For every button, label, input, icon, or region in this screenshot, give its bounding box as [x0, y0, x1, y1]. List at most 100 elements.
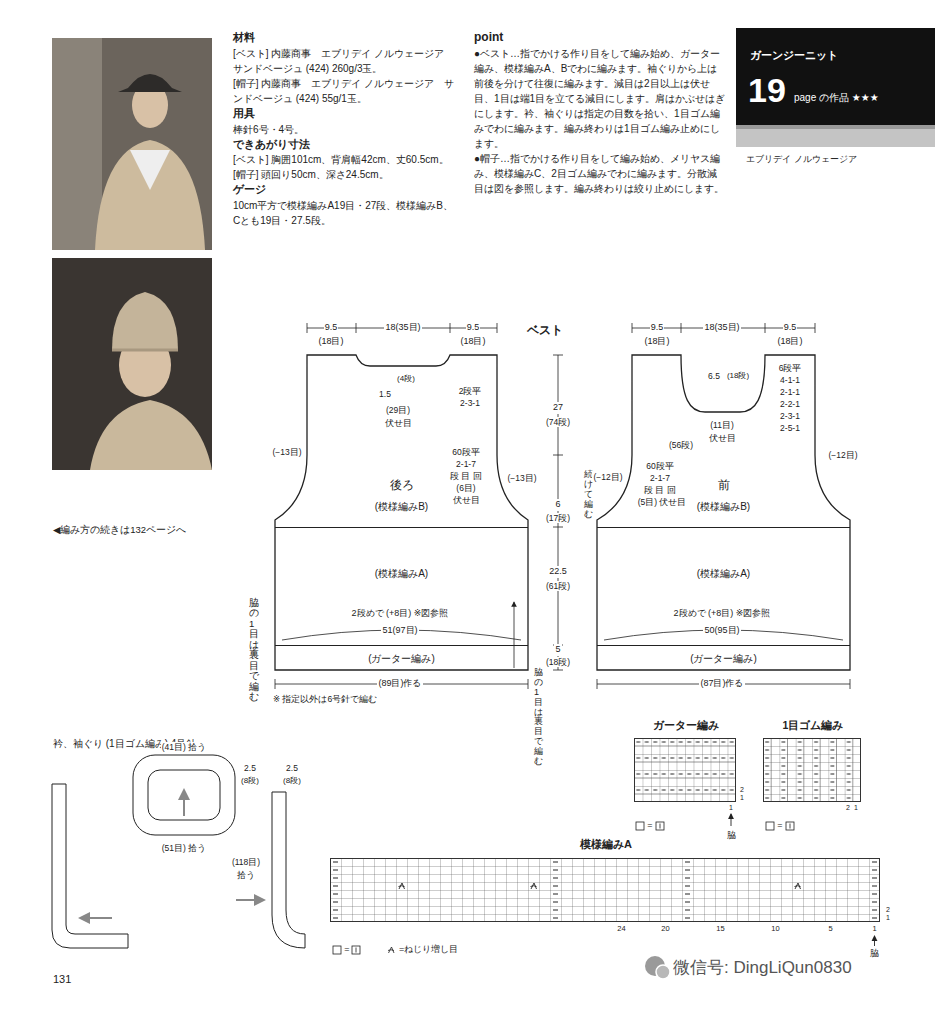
dimension-label: (74段): [545, 417, 571, 428]
piece-outline-path: [597, 355, 850, 670]
header-strip: [736, 125, 935, 147]
dimension-label: (11目): [709, 420, 735, 431]
dimension-label: 9.5: [466, 322, 481, 333]
dimension-label: 24: [616, 924, 626, 933]
spec-text: 材料: [233, 30, 255, 46]
node-text: 1目ゴム編み: [783, 719, 844, 732]
dimension-label: 伏せ目: [384, 418, 413, 429]
dimension-label: 2-1-7: [649, 473, 671, 484]
node-text: (模様編みA): [375, 568, 428, 580]
spec-text: 用具: [233, 106, 255, 122]
dimension-label: 1: [739, 794, 745, 803]
node-text: ガーター編み: [653, 719, 719, 732]
spec-text: 10cm平方で模様編みA19目・27段、模様編みB、Cとも19目・27.5段。: [233, 198, 459, 228]
dimension-label: (−12目): [592, 472, 623, 483]
dimension-label: (5目) 伏せ目: [637, 497, 688, 508]
dimension-label: 2-5-1: [779, 423, 801, 434]
pattern-band: (ガーター編み): [275, 645, 528, 670]
dimension-label: (18目): [459, 336, 486, 347]
dimension-label: 2段平: [458, 386, 483, 397]
note-label: エブリデイ ノルウェージア: [745, 154, 858, 165]
dimension-label: 18(35目): [384, 322, 421, 333]
dimension-label: 2段めで (+8目) ※図参照: [673, 608, 772, 619]
dimension-label: (6目): [455, 483, 476, 494]
node-text: 模様編みA: [580, 838, 632, 851]
dimension-label: (18目): [776, 336, 803, 347]
dimension-label: 2段めで (+8目) ※図参照: [351, 608, 450, 619]
dimension-label: (18段): [545, 657, 571, 668]
stitch-chart: 1目ゴム編み: [763, 738, 861, 802]
dimension-lines: [275, 323, 850, 689]
spec-text: [帽子] 頭回り50cm、深さ24.5cm。: [233, 167, 459, 182]
front-piece: (模様編みA)(ガーター編み)前(模様編みB): [597, 355, 850, 670]
dimension-label: 60段平: [645, 461, 674, 472]
stitch-chart: ガーター編み: [634, 738, 736, 802]
dimension-label: 脇: [726, 830, 737, 841]
dimension-label: 9.5: [783, 322, 798, 333]
spec-text: ●帽子…指でかける作り目をして編み始め、メリヤス編み、模様編みC、2目ゴム編みで…: [474, 151, 726, 196]
dimension-label: (4段): [396, 374, 416, 384]
piece-outline: [597, 355, 850, 670]
dimension-label: (87目)作る: [699, 678, 744, 689]
note-label: ◀編み方の続きは132ページへ: [52, 524, 187, 536]
dimension-label: 6段平: [778, 363, 803, 374]
dimension-label: 5: [554, 644, 561, 655]
dimension-label: (18段): [726, 371, 750, 381]
dimension-label: 6: [554, 499, 561, 510]
dimension-label: 51(97目): [381, 625, 418, 636]
dimension-label: 18(35目): [703, 322, 740, 333]
dimension-label: (51目) 拾う: [161, 843, 207, 854]
node-text: 19: [748, 70, 786, 111]
spec-text: ゲージ: [233, 182, 266, 198]
dimension-label: 2.5: [285, 763, 299, 774]
vertical-note: 脇の1目は裏目で編む: [249, 598, 259, 702]
node-text: ガーンジーニット: [750, 49, 838, 62]
dimension-label: (−13目): [506, 473, 537, 484]
spec-text: 棒針6号・4号。: [233, 122, 304, 137]
node-text: (ガーター編み): [690, 653, 757, 665]
dimension-label: 2-1-1: [779, 387, 801, 398]
dimension-label: 2-3-1: [459, 398, 481, 409]
dimension-label: (89目)作る: [377, 678, 422, 689]
node-text: (模様編みA): [697, 568, 750, 580]
dimension-label: 伏せ目: [708, 433, 737, 444]
dimension-label: 9.5: [324, 322, 339, 333]
stitch-chart: 模様編みA: [330, 858, 880, 922]
dimension-label: (18目): [317, 336, 344, 347]
dimension-label: (18目): [643, 336, 670, 347]
dimension-label: (−13目): [271, 447, 302, 458]
dimension-label: =: [646, 820, 653, 831]
piece-outline: [275, 355, 528, 670]
dimension-label: 2-2-1: [779, 399, 801, 410]
dimension-label: 10: [770, 924, 780, 933]
note-label: =ねじり増し目: [398, 944, 459, 955]
spec-text: ●ベスト…指でかける作り目をして編み始め、ガーター編み、模様編みA、Bでわに編み…: [474, 46, 726, 151]
dimension-label: 60段平: [451, 447, 480, 458]
dimension-label: 1: [871, 924, 877, 933]
dimension-label: 5: [827, 924, 833, 933]
node-text: page の作品 ★★★: [794, 92, 879, 104]
header-box: ガーンジーニット 19 page の作品 ★★★: [736, 28, 935, 125]
dimension-label: (118目): [231, 857, 261, 868]
dimension-label: (29目): [385, 405, 411, 416]
dimension-label: =: [776, 820, 783, 831]
dimension-label: 2.5: [243, 763, 257, 774]
dimension-label: 22.5: [548, 566, 568, 577]
dimension-label: (61段): [545, 581, 571, 592]
dimension-label: 2: [845, 804, 851, 813]
node-text: (ガーター編み): [368, 653, 435, 665]
dimension-label: 4-1-1: [779, 375, 801, 386]
dimension-label: (17段): [545, 513, 571, 524]
dimension-label: 2-3-1: [779, 411, 801, 422]
spec-text: [ベスト] 内藤商事 エブリデイ ノルウェージア サンドベージュ (424) 2…: [233, 46, 459, 76]
node-text: (模様編みB): [697, 501, 750, 513]
dimension-label: =: [343, 944, 350, 955]
note-label: ※ 指定以外は6号針で編む: [272, 694, 378, 705]
dimension-label: 脇: [869, 948, 880, 959]
dimension-label: 9.5: [650, 322, 665, 333]
band-pieces: [52, 755, 305, 948]
dimension-label: (8段): [282, 776, 302, 786]
spec-text: できあがり寸法: [233, 137, 310, 153]
dimension-label: ベスト: [526, 323, 564, 338]
